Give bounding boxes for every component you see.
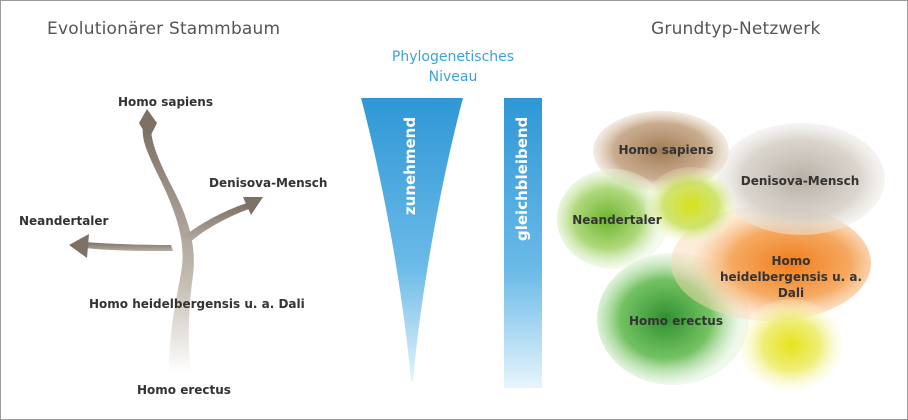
funnel-increasing — [361, 98, 463, 381]
network-label-erectus: Homo erectus — [629, 314, 723, 328]
blob-overlap-center — [645, 167, 737, 243]
tree-label-homo-sapiens: Homo sapiens — [118, 95, 213, 109]
tree-label-neandertaler: Neandertaler — [19, 214, 109, 228]
blob-overlap-lower — [739, 299, 843, 391]
network-label-homo-sapiens: Homo sapiens — [618, 143, 714, 157]
blob-homo-heidelbergensis — [671, 205, 871, 321]
network-label-neandertaler: Neandertaler — [572, 213, 662, 227]
tree-label-denisova: Denisova-Mensch — [209, 176, 328, 190]
blob-denisova — [717, 123, 885, 235]
arrowhead-neandertaler — [69, 234, 89, 258]
blob-neandertaler — [557, 169, 669, 269]
branch-neandertaler — [85, 242, 173, 251]
tree-label-erectus: Homo erectus — [137, 383, 231, 397]
branch-denisova — [183, 203, 249, 243]
network-title: Grundtyp-Netzwerk — [651, 19, 821, 39]
network-label-heidelbergensis: Homo heidelbergensis u. a. Dali — [719, 254, 863, 300]
tree-trunk — [142, 127, 194, 373]
arrowhead-denisova — [243, 197, 263, 215]
network-label-denisova: Denisova-Mensch — [740, 174, 860, 188]
branch-homo-sapiens — [139, 109, 157, 135]
tree-title: Evolutionärer Stammbaum — [47, 19, 281, 39]
bar-constant — [504, 98, 542, 388]
tree-label-heidelbergensis: Homo heidelbergensis u. a. Dali — [89, 297, 305, 311]
level-title: Phylogenetisches Niveau — [391, 49, 515, 85]
